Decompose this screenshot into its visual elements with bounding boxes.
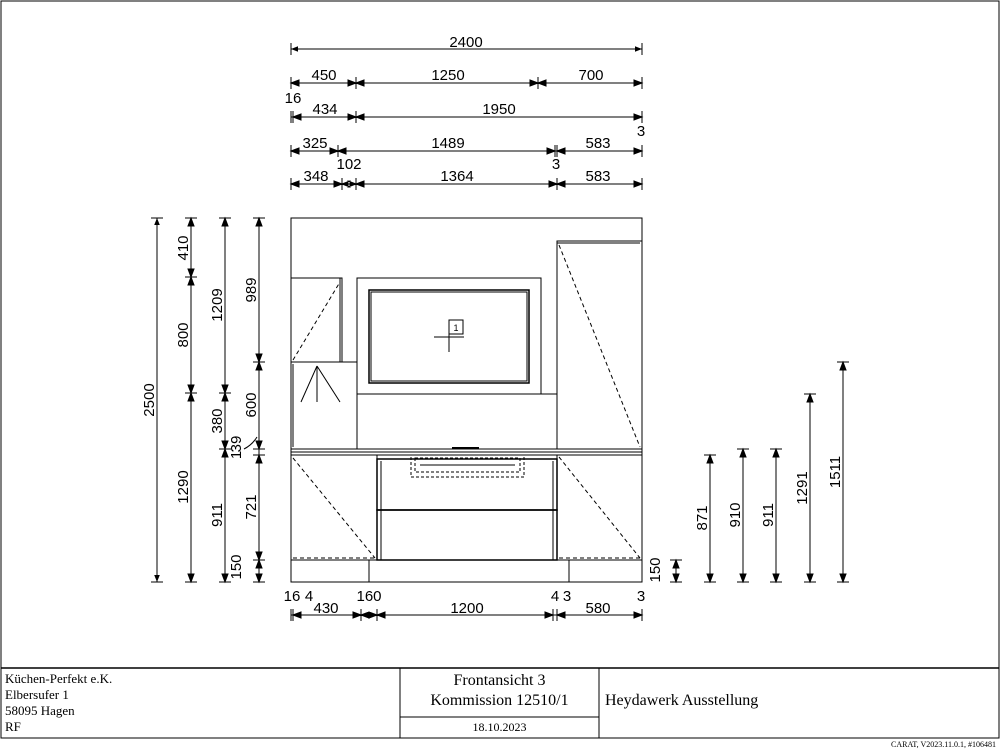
- dim-800: 800: [175, 322, 192, 347]
- dim-3-top: 3: [637, 123, 645, 140]
- dim-600: 600: [243, 392, 260, 417]
- dim-3-mid: 3: [552, 156, 560, 173]
- dim-325: 325: [302, 135, 327, 152]
- dim-580: 580: [585, 600, 610, 617]
- drawer-lower: [376, 509, 558, 561]
- dim-150-right: 150: [647, 557, 664, 582]
- dim-700: 700: [578, 67, 603, 84]
- kitchen-elevation: [290, 217, 643, 583]
- dim-380: 380: [209, 408, 226, 433]
- dim-410: 410: [175, 235, 192, 260]
- wall-outline: [290, 217, 643, 583]
- drawer-upper: [376, 458, 558, 511]
- dim-3-bottom-right: 3: [637, 588, 645, 605]
- dim-1209: 1209: [209, 288, 226, 321]
- dim-430: 430: [313, 600, 338, 617]
- plinth: [368, 559, 570, 583]
- dim-911-left: 911: [209, 503, 226, 527]
- dim-989: 989: [243, 277, 260, 302]
- dim-911-right: 911: [760, 503, 777, 527]
- drawing-date: 18.10.2023: [472, 720, 527, 734]
- dim-2400: 2400: [449, 34, 482, 51]
- company-initials: RF: [5, 719, 21, 734]
- title-block: [1, 667, 999, 738]
- dim-348: 348: [303, 168, 328, 185]
- left-dimension-labels: 2500 410 800 1290 1209 380 911 989 600 3…: [141, 235, 260, 579]
- top-dimension-labels: 2400 450 1250 700 16 434 1950 3 325 102 …: [285, 34, 646, 185]
- dim-1250: 1250: [431, 67, 464, 84]
- dim-910: 910: [727, 502, 744, 527]
- company-city: 58095 Hagen: [5, 703, 75, 718]
- hob: [410, 454, 525, 478]
- left-dimensions: [151, 216, 265, 584]
- dim-434: 434: [312, 101, 337, 118]
- view-title: Frontansicht 3: [453, 672, 546, 689]
- right-dimension-labels: 150 871 910 911 1291 1511: [647, 456, 844, 583]
- dim-583-a: 583: [585, 135, 610, 152]
- left-open-shelf: [290, 361, 358, 450]
- dim-450: 450: [311, 67, 336, 84]
- bottom-dimensions: [290, 609, 644, 621]
- dim-4-bottom: 4: [551, 588, 559, 605]
- dim-1489: 1489: [431, 135, 464, 152]
- dim-160: 160: [356, 588, 381, 605]
- software-version: CARAT, V2023.11.0.1, #106481: [891, 740, 996, 749]
- dim-1950: 1950: [482, 101, 515, 118]
- dim-39: 39: [228, 436, 245, 453]
- dim-1291: 1291: [794, 471, 811, 504]
- extractor-inner: [370, 291, 528, 382]
- dim-1200: 1200: [450, 600, 483, 617]
- right-base-cabinet: [556, 454, 643, 561]
- dim-1290: 1290: [175, 470, 192, 503]
- dim-1364: 1364: [440, 168, 473, 185]
- dim-1511: 1511: [827, 456, 844, 488]
- dim-102: 102: [336, 156, 361, 173]
- extractor-panel: [368, 289, 530, 384]
- top-dimensions: [289, 43, 644, 190]
- right-dimensions: [670, 360, 849, 584]
- dim-721: 721: [243, 494, 260, 519]
- dim-1-left: 1: [228, 451, 245, 459]
- dim-871: 871: [694, 505, 711, 530]
- bottom-dimension-labels: 16 4 430 160 1200 4 3 580 3: [284, 588, 646, 617]
- position-marker-label: 1: [453, 323, 458, 333]
- dim-3-bottom: 3: [563, 588, 571, 605]
- dim-16-bottom: 16: [284, 588, 301, 605]
- dim-16-top: 16: [285, 90, 302, 107]
- dim-4-bottom-left: 4: [305, 588, 313, 605]
- company-name: Küchen-Perfekt e.K.: [5, 671, 113, 686]
- dim-2500: 2500: [141, 383, 158, 416]
- company-street: Elbersufer 1: [5, 687, 69, 702]
- commission-number: Kommission 12510/1: [430, 692, 569, 709]
- project-name: Heydawerk Ausstellung: [605, 692, 759, 709]
- dim-583-b: 583: [585, 168, 610, 185]
- dim-150-left: 150: [228, 554, 245, 579]
- position-marker: [448, 319, 464, 335]
